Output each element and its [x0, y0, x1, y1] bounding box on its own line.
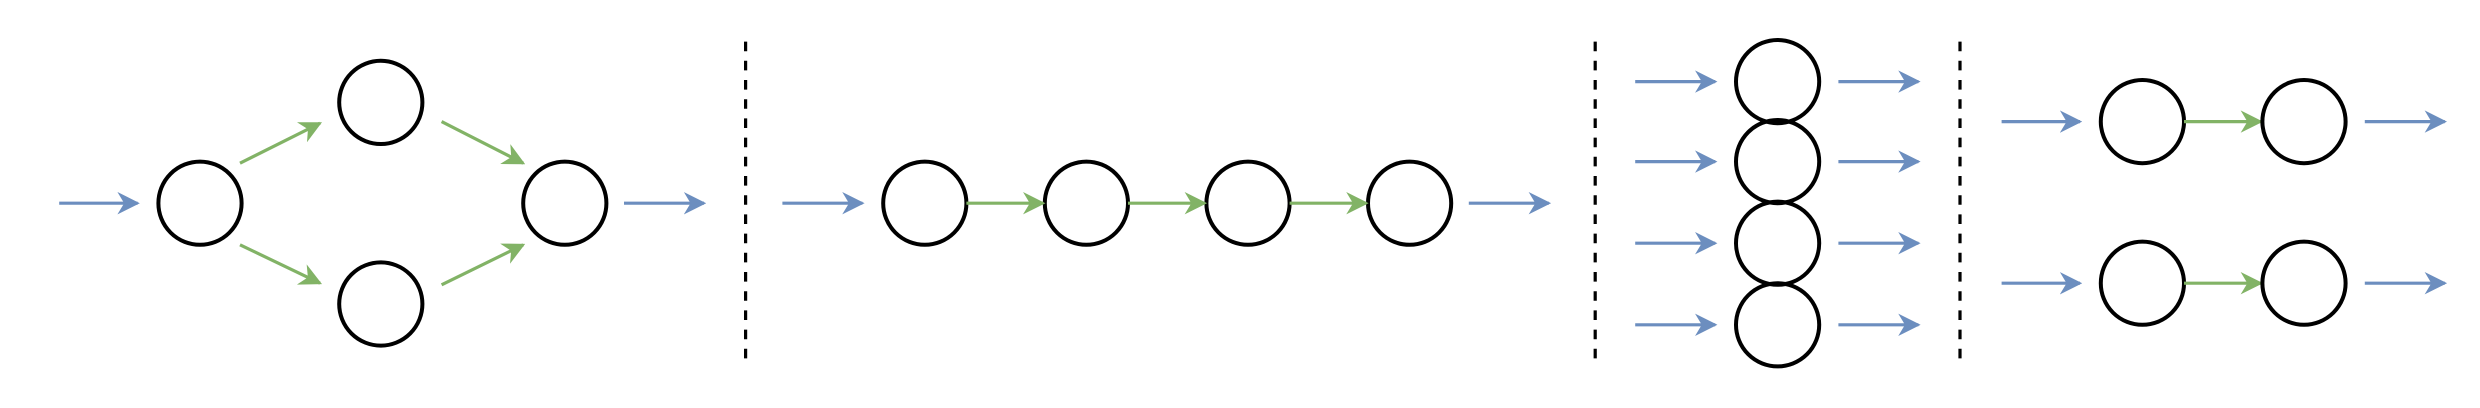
internal-edge-arrow	[440, 120, 526, 165]
node	[1734, 118, 1822, 206]
internal-edge-arrow	[440, 243, 526, 287]
node	[1366, 159, 1454, 247]
internal-edge-arrow	[239, 121, 323, 165]
node	[337, 58, 425, 146]
node	[1042, 159, 1130, 247]
node	[1204, 159, 1292, 247]
internal-edge-arrow	[239, 243, 323, 285]
panel-independent-stack	[1635, 38, 1921, 369]
node	[1734, 199, 1822, 287]
node	[2260, 239, 2348, 327]
panel-branching-graph	[59, 58, 707, 348]
panel-linear-chain	[782, 159, 1552, 247]
node	[881, 159, 969, 247]
node	[1734, 281, 1822, 369]
node	[2098, 78, 2186, 166]
node	[2260, 78, 2348, 166]
node	[337, 260, 425, 348]
panel-two-parallel-chains	[2001, 78, 2448, 327]
node	[521, 159, 609, 247]
node	[2098, 239, 2186, 327]
node	[156, 159, 244, 247]
node	[1734, 38, 1822, 126]
